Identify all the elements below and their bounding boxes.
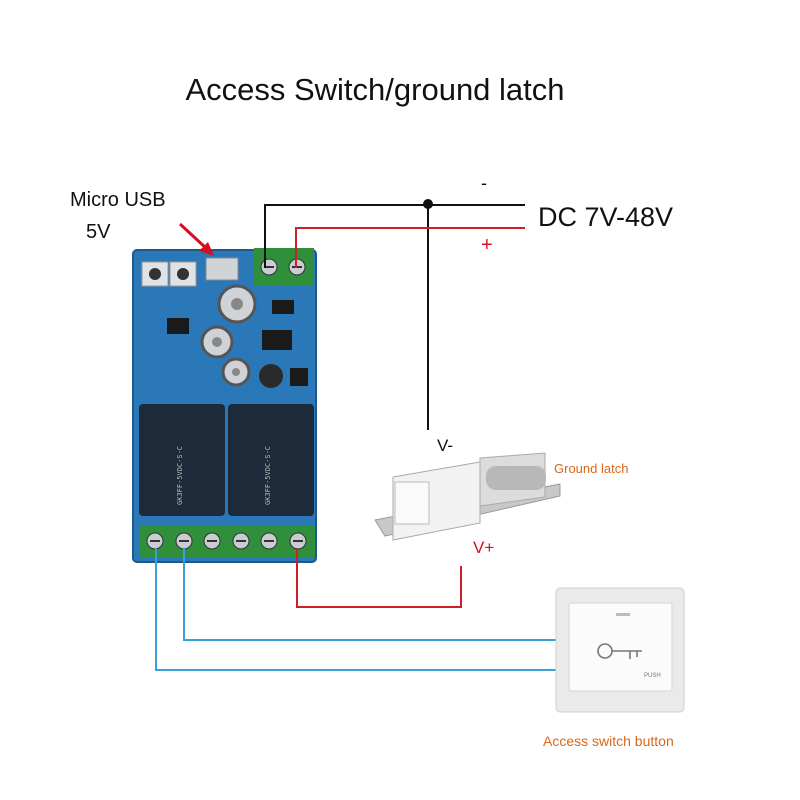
chip-2 [290,368,308,386]
wire-dc-positive [295,227,525,268]
dc-positive-label: + [481,234,493,256]
wire-switch-1 [183,548,560,641]
board-shadow [132,249,317,563]
page-title: Access Switch/ground latch [185,72,565,107]
latch-v-minus-label: V- [437,436,454,455]
wire-dc-negative [264,204,525,268]
wire-latch-positive [296,548,462,608]
wire-switch-2 [155,548,560,671]
usb-arrow [178,222,214,256]
latch-v-plus-label: V+ [473,538,495,557]
micro-usb-label: Micro USB [70,189,166,211]
chip-4 [272,300,294,314]
chip-1 [262,330,292,350]
usb-voltage-label: 5V [86,221,111,243]
relay-2-label: GK3FF-5VDC-S-C [264,445,272,505]
access-switch [555,587,685,713]
chip-3 [167,318,189,334]
micro-usb-port [205,257,239,281]
inductor [259,364,283,388]
push-label: PUSH [644,673,661,679]
relay-2 [228,404,314,516]
access-switch-label: Access switch button [543,733,674,749]
dc-range-label: DC 7V-48V [538,202,674,232]
key-icon [597,643,642,659]
ground-latch-label: Ground latch [554,461,629,476]
output-terminal [139,525,315,557]
relay-1-label: GK3FF-5VDC-S-C [176,445,184,505]
relay-1 [139,404,225,516]
ground-latch [374,452,561,541]
dc-negative-label: - [481,173,487,193]
